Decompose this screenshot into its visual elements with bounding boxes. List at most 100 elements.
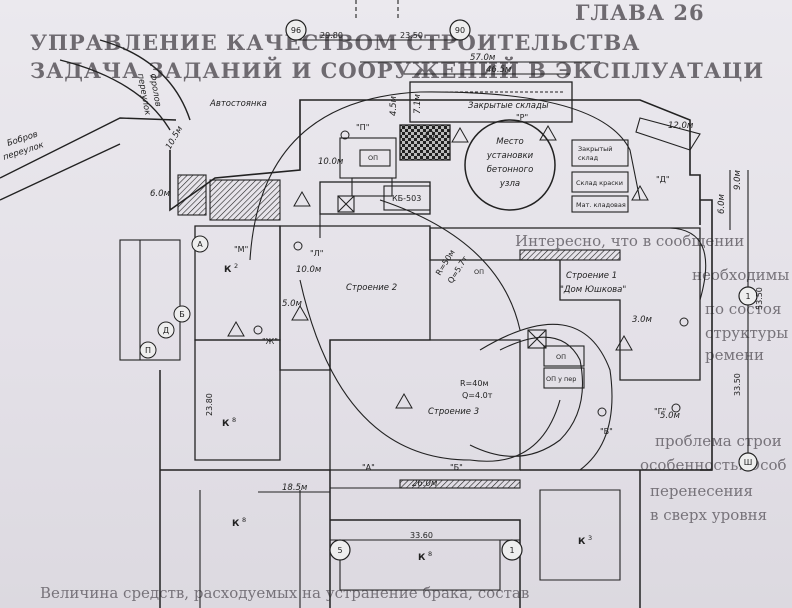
op-label: ОП <box>368 154 378 162</box>
dimension-label: 46.5м <box>486 65 512 75</box>
parking-label: Автостоянка <box>209 99 267 109</box>
warning-triangle-icon <box>451 126 469 143</box>
block-label-sub: 8 <box>232 416 236 424</box>
crane-load-label: Q=4.0т <box>462 391 493 400</box>
crane-radius-arc <box>379 199 521 331</box>
dimension-label: 10.0м <box>318 157 344 167</box>
warehouse-label: склад <box>578 154 599 162</box>
adjacent-building <box>539 489 621 581</box>
warehouse-label: Закрытый <box>578 145 612 153</box>
adjacent-building <box>339 540 501 591</box>
zone-letter: "А" <box>362 463 375 472</box>
block-label: К <box>418 553 426 563</box>
zone-letter: "М" <box>234 245 248 254</box>
pantry-label: Мат. кладовая <box>576 201 626 209</box>
building-1-right-wall <box>700 199 713 471</box>
circle-letter-marker <box>191 235 209 253</box>
body-text-line: структуры <box>705 324 789 342</box>
lamp-marker-icon <box>671 403 681 413</box>
zone-letter: "П" <box>356 123 369 132</box>
axis-marker-circle <box>738 452 758 472</box>
street-edge <box>59 59 171 131</box>
dimension-label: 9.0м <box>733 169 743 190</box>
building-1-name: "Дом Юшкова" <box>560 285 626 295</box>
dimension-label: 23.50 <box>400 31 423 40</box>
zone-letter: "Л" <box>310 249 323 258</box>
opp-label-box <box>359 149 391 167</box>
block-label: К <box>232 519 240 529</box>
site-bottom-boundary <box>159 370 712 608</box>
dimension-label: 26.0м <box>412 479 438 489</box>
crane-path-arc <box>249 91 641 261</box>
gate-structure <box>635 117 701 151</box>
axis-marker-circle <box>285 19 307 41</box>
concrete-plant-label: бетонного <box>487 165 534 175</box>
block-k-outline <box>194 339 281 461</box>
left-circle-markers: А Б Д П <box>139 235 209 359</box>
block-label: К <box>224 265 232 275</box>
roadway-loop <box>479 323 613 471</box>
dimension-label: 29.80 <box>320 31 343 40</box>
dimension-label: 57.0м <box>470 53 496 63</box>
dimension-label: 6.0м <box>717 193 727 214</box>
warning-triangle-icon <box>539 124 557 141</box>
lamp-marker-icon <box>293 241 303 251</box>
crane-radius-label: R=40м <box>460 379 488 388</box>
block-label-sub: 8 <box>428 550 432 558</box>
chapter-heading: ГЛАВА 26 <box>575 0 705 25</box>
body-text-line: проблема строи <box>655 432 782 450</box>
hatched-strip <box>519 249 621 261</box>
street-edge <box>0 143 121 201</box>
hatched-area <box>209 179 281 221</box>
warning-triangle-icon <box>395 392 413 409</box>
material-pantry <box>571 195 629 213</box>
op-box <box>543 345 585 367</box>
block-label-sub: 3 <box>588 534 592 542</box>
dimension-label: 5.0м <box>282 299 303 309</box>
block-label: К <box>578 537 586 547</box>
dimension-label: 33.60 <box>410 531 433 540</box>
paint-warehouse-label: Склад краски <box>576 179 623 187</box>
block-label: К <box>222 419 230 429</box>
zone-letter: "Г" <box>654 407 666 416</box>
building-2-outline <box>279 225 431 371</box>
concrete-plant-zone <box>464 119 556 211</box>
crane-cross-box <box>337 195 355 213</box>
paint-warehouse <box>571 171 629 193</box>
closed-warehouse <box>571 139 629 167</box>
op-label: ОП <box>556 353 566 361</box>
dimension-label: 18.5м <box>282 483 308 493</box>
axis-markers: 96 90 1 5 1 Ш <box>285 19 758 561</box>
circle-letter: Б <box>179 310 185 319</box>
body-text-line: ремени <box>705 346 765 364</box>
adjacent-building-wall <box>199 490 301 608</box>
material-storage-block <box>399 124 451 161</box>
axis-marker-circle <box>329 539 351 561</box>
small-structure <box>351 177 393 197</box>
crane-radius-arc <box>299 279 561 462</box>
op-label: ОП <box>474 268 484 276</box>
axis-marker-circle <box>738 286 758 306</box>
concrete-plant-label: Место <box>496 137 523 147</box>
dimension-label: 6.0м <box>150 189 171 199</box>
dimension-label: 5.0м <box>660 411 681 421</box>
dimension-label: 4.5м <box>389 95 399 116</box>
dimension-label: 10.0м <box>296 265 322 275</box>
dimension-label: 53.50 <box>755 287 764 310</box>
axis-marker-circle <box>449 19 471 41</box>
op-label: ОП у пер <box>546 375 576 383</box>
circle-letter: А <box>197 240 203 249</box>
axis-marker-label: 90 <box>455 26 465 35</box>
axis-marker-label: 1 <box>509 546 514 555</box>
block-label-sub: 2 <box>234 262 238 270</box>
dimension-label: 10.5м <box>164 124 186 151</box>
circle-letter: П <box>145 346 151 355</box>
zone-letter: "В" <box>600 427 613 436</box>
warning-triangle-icon <box>293 190 311 207</box>
closed-warehouses-building <box>409 81 573 123</box>
axis-marker-label: 5 <box>337 546 342 555</box>
warning-triangle-icon <box>615 334 633 351</box>
left-parking-area <box>119 239 181 361</box>
zone-letter: "Б" <box>450 463 463 472</box>
